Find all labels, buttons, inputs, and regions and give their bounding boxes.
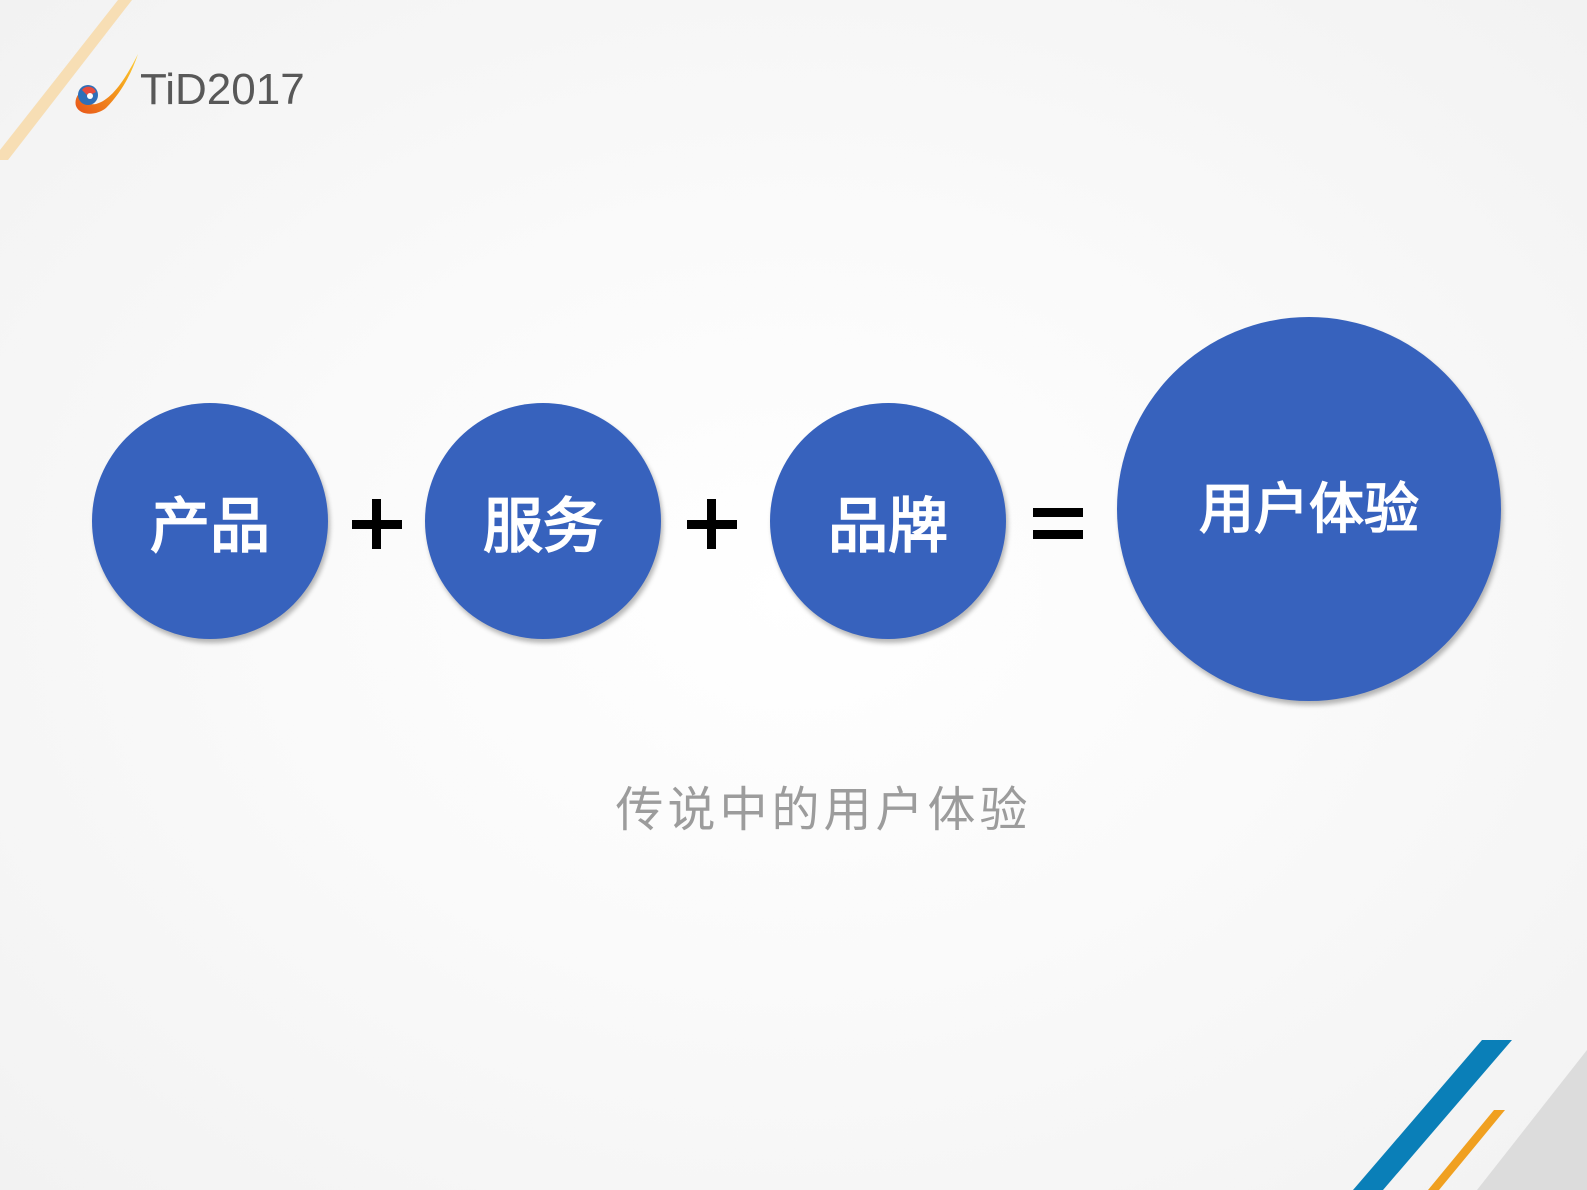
term-circle-service: 服务 [425, 403, 661, 639]
equals-operator [1033, 500, 1093, 560]
term-label: 产品 [150, 491, 270, 562]
decorative-stripes-bottom-right [1353, 1040, 1587, 1190]
term-label: 品牌 [828, 491, 948, 562]
result-label: 用户体验 [1198, 477, 1419, 541]
plus-icon-vertical [372, 499, 381, 549]
logo-text: TiD2017 [140, 65, 305, 114]
slide-caption: 传说中的用户体验 [615, 782, 1032, 838]
plus-operator [350, 497, 410, 557]
term-circle-brand: 品牌 [770, 403, 1006, 639]
result-circle-user-experience: 用户体验 [1117, 317, 1501, 701]
plus-icon-vertical [707, 499, 716, 549]
term-label: 服务 [483, 491, 603, 562]
flame-swoosh-logo-icon [75, 54, 138, 114]
term-circle-product: 产品 [92, 403, 328, 639]
plus-operator [685, 497, 745, 557]
equals-icon-bottom [1033, 530, 1083, 539]
decorative-stripe-top-left [0, 0, 132, 160]
conference-logo: TiD2017 [72, 52, 305, 120]
equals-icon-top [1033, 508, 1083, 517]
